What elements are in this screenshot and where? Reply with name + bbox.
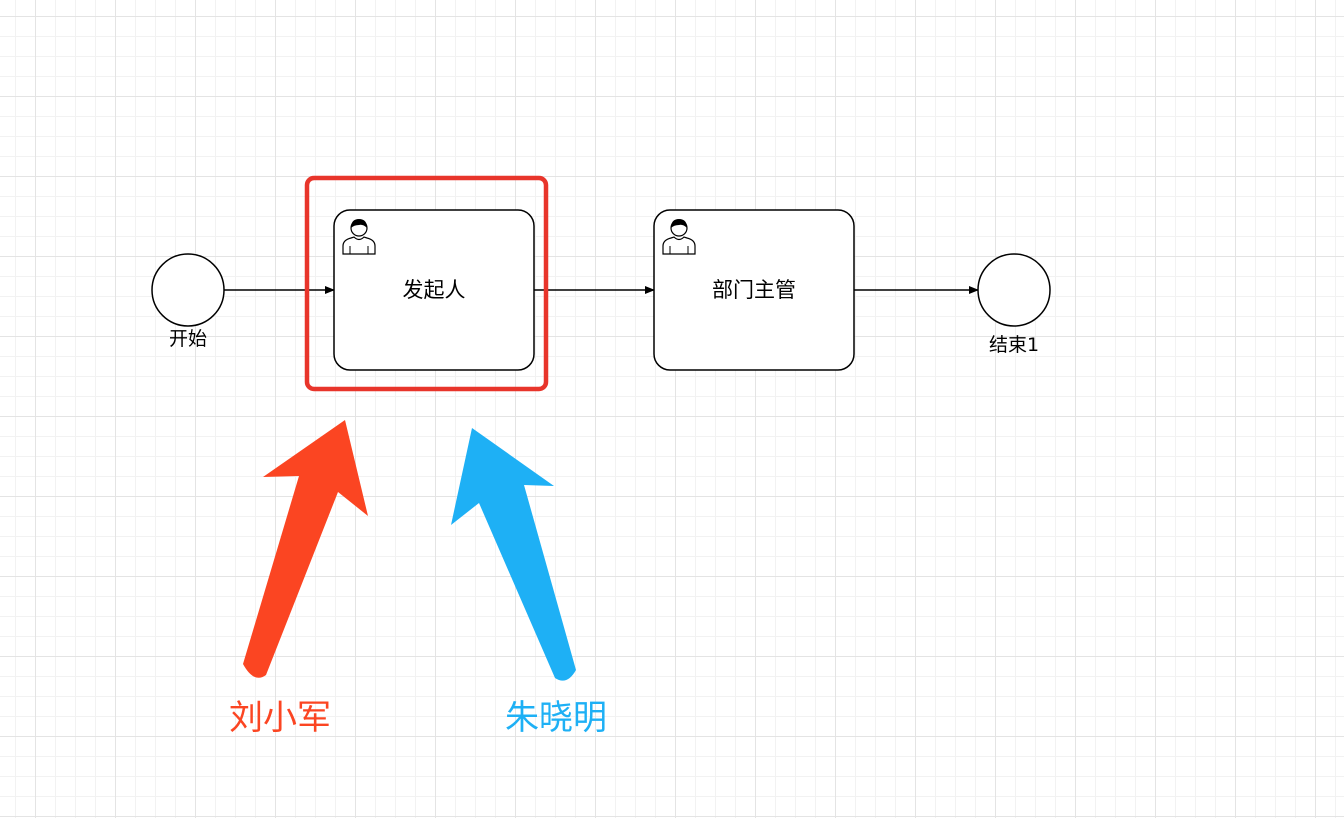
blue-annotation-label: 朱晓明 <box>505 698 607 738</box>
red-annotation-label: 刘小军 <box>229 698 331 738</box>
start-event-label: 开始 <box>169 328 207 350</box>
red-annotation-arrow <box>243 420 368 678</box>
end-event[interactable] <box>977 253 1051 327</box>
task-initiator[interactable] <box>333 209 535 371</box>
selection-highlight <box>304 175 549 392</box>
task-dept-manager-label: 部门主管 <box>712 278 796 302</box>
task-dept-manager[interactable] <box>653 209 855 371</box>
end-event-label: 结束1 <box>989 334 1039 356</box>
blue-annotation-arrow <box>451 428 576 681</box>
start-event[interactable] <box>151 253 225 327</box>
task-initiator-label: 发起人 <box>403 278 466 302</box>
